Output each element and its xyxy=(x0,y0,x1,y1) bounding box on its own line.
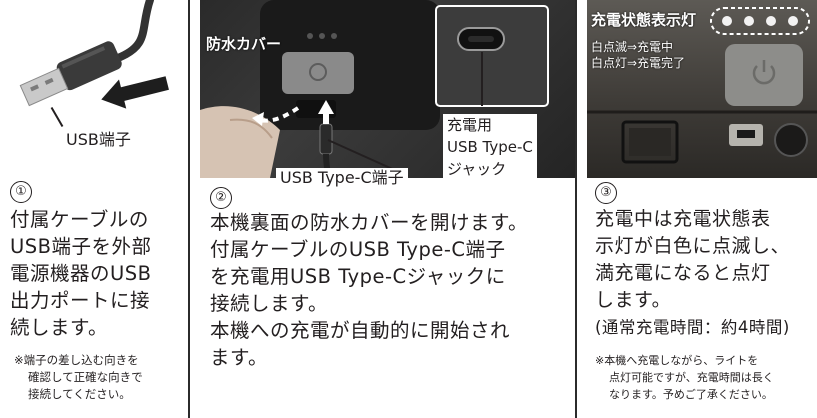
instruction-line: 示灯が白色に点滅し、 xyxy=(595,235,791,257)
jack-label-line: 充電用 xyxy=(447,116,493,134)
step-1-note: ※端子の差し込む向きを 確認して正確な向きで 接続してください。 xyxy=(14,352,143,403)
instruction-line: 続します。 xyxy=(10,316,109,339)
usb-plug-label: USB端子 xyxy=(66,130,131,149)
instruction-line: 接続します。 xyxy=(210,292,329,315)
instruction-line: 本機裏面の防水カバーを開けます。 xyxy=(210,211,529,234)
instruction-line: します。 xyxy=(595,289,672,311)
note-line: ※本機へ充電しながら、ライトを xyxy=(595,354,759,367)
instruction-line: USB端子を外部 xyxy=(10,235,152,258)
step-3-panel: 充電状態表示灯 白点滅⇒充電中 白点灯⇒充電完了 ③ 充電中は充電状態表 示灯が… xyxy=(587,0,817,418)
note-line: 点灯可能ですが、充電時間は長く xyxy=(609,371,774,384)
instruction-line: 出力ポートに接 xyxy=(10,289,151,312)
instruction-line: 電源機器のUSB xyxy=(10,262,152,285)
jack-label-line: USB Type-C xyxy=(447,138,533,156)
step-number: ② xyxy=(210,187,232,209)
instruction-line: 充電中は充電状態表 xyxy=(595,208,771,230)
jack-label-line: ジャック xyxy=(447,160,507,178)
note-line: 接続してください。 xyxy=(28,387,131,401)
indicator-photo: 充電状態表示灯 白点滅⇒充電中 白点灯⇒充電完了 xyxy=(587,0,817,178)
usb-plug-illustration xyxy=(19,0,169,109)
instruction-line: 本機への充電が自動的に開始され xyxy=(210,319,511,342)
solid-state-label: 白点灯⇒充電完了 xyxy=(591,56,686,70)
step-2-panel: 防水カバー 充電用 USB Type-C ジャック USB Type-C端子 ②… xyxy=(200,0,577,418)
instruction-line: を充電用USB Type-Cジャックに xyxy=(210,265,506,288)
step-3-instructions: 充電中は充電状態表 示灯が白色に点滅し、 満充電になると点灯 します。 (通常充… xyxy=(595,206,817,341)
device-back-illustration xyxy=(200,0,549,178)
device-back-photo: 防水カバー xyxy=(200,0,575,178)
step-1-panel: USB端子 ① 付属ケーブルの USB端子を外部 電源機器のUSB 出力ポートに… xyxy=(0,0,190,418)
waterproof-cover-label: 防水カバー xyxy=(206,35,282,53)
note-line: ※端子の差し込む向きを xyxy=(14,353,139,367)
usb-plug-photo: USB端子 xyxy=(0,0,188,178)
instruction-line: 付属ケーブルの xyxy=(10,208,149,231)
step-number: ③ xyxy=(595,182,617,204)
note-line: なります。予めご了承ください。 xyxy=(609,388,773,401)
charging-time-line: (通常充電時間：約4時間) xyxy=(595,318,790,337)
step-number: ① xyxy=(10,181,32,203)
instruction-line: ます。 xyxy=(210,346,269,369)
step-2-instructions: 本機裏面の防水カバーを開けます。 付属ケーブルのUSB Type-C端子 を充電… xyxy=(210,209,572,371)
indicator-title: 充電状態表示灯 xyxy=(591,11,697,29)
instruction-line: 満充電になると点灯 xyxy=(595,262,771,284)
step-1-instructions: 付属ケーブルの USB端子を外部 電源機器のUSB 出力ポートに接 続します。 xyxy=(10,206,186,341)
typec-plug-label: USB Type-C端子 xyxy=(276,168,408,188)
charging-jack-label: 充電用 USB Type-C ジャック xyxy=(443,114,537,180)
blinking-state-label: 白点滅⇒充電中 xyxy=(591,40,674,54)
note-line: 確認して正確な向きで xyxy=(28,370,143,384)
step-3-note: ※本機へ充電しながら、ライトを 点灯可能ですが、充電時間は長く なります。予めご… xyxy=(595,352,817,403)
instruction-line: 付属ケーブルのUSB Type-C端子 xyxy=(210,238,506,261)
indicator-illustration xyxy=(587,7,817,164)
